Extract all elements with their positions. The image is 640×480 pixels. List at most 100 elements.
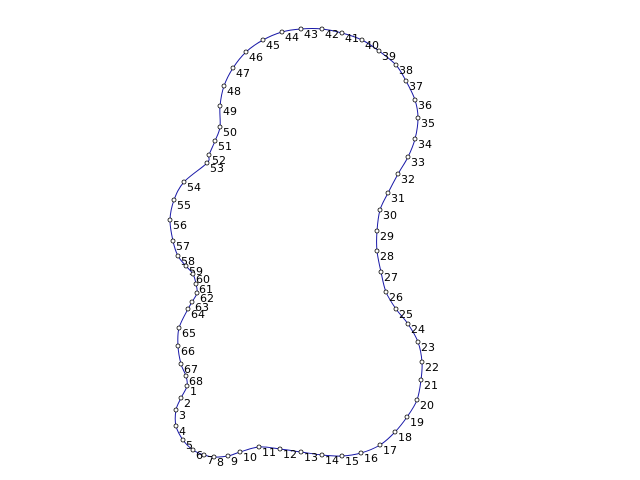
point-label: 3: [179, 409, 186, 422]
point-67: 67: [178, 361, 198, 376]
point-3: 3: [173, 407, 186, 422]
point-label: 13: [304, 451, 318, 464]
point-marker: [178, 395, 184, 401]
point-34: 34: [412, 136, 432, 151]
point-label: 41: [345, 32, 359, 45]
point-label: 7: [207, 454, 214, 467]
point-marker: [376, 48, 382, 54]
point-marker: [339, 453, 345, 459]
point-marker: [418, 377, 424, 383]
point-24: 24: [405, 321, 425, 336]
point-label: 47: [236, 67, 250, 80]
point-marker: [211, 454, 217, 460]
point-marker: [185, 306, 191, 312]
point-label: 55: [177, 199, 191, 212]
point-label: 17: [383, 444, 397, 457]
point-13: 13: [298, 449, 318, 464]
point-36: 36: [412, 97, 432, 112]
point-label: 10: [243, 451, 257, 464]
point-label: 42: [325, 28, 339, 41]
point-4: 4: [173, 423, 186, 438]
point-5: 5: [180, 437, 193, 452]
point-label: 67: [184, 363, 198, 376]
point-marker: [181, 179, 187, 185]
point-label: 54: [187, 181, 201, 194]
point-marker: [383, 289, 389, 295]
point-43: 43: [298, 26, 318, 41]
point-marker: [404, 414, 410, 420]
point-28: 28: [374, 248, 394, 263]
point-marker: [393, 62, 399, 68]
point-label: 53: [210, 162, 224, 175]
point-1: 1: [184, 383, 197, 398]
point-63: 63: [189, 299, 209, 314]
point-marker: [173, 423, 179, 429]
point-marker: [201, 452, 207, 458]
point-label: 8: [217, 456, 224, 469]
point-56: 56: [167, 217, 187, 232]
point-9: 9: [225, 453, 238, 468]
point-marker: [277, 446, 283, 452]
point-label: 25: [399, 308, 413, 321]
point-marker: [298, 26, 304, 32]
point-marker: [180, 437, 186, 443]
point-marker: [414, 397, 420, 403]
point-marker: [279, 29, 285, 35]
point-2: 2: [178, 395, 191, 410]
point-marker: [237, 449, 243, 455]
point-marker: [415, 115, 421, 121]
point-marker: [412, 136, 418, 142]
point-marker: [184, 383, 190, 389]
point-label: 24: [411, 323, 425, 336]
point-42: 42: [319, 26, 339, 41]
point-8: 8: [211, 454, 224, 469]
point-label: 64: [191, 308, 205, 321]
point-50: 50: [217, 124, 237, 139]
point-label: 45: [266, 39, 280, 52]
point-51: 51: [212, 138, 232, 153]
point-label: 62: [200, 292, 214, 305]
point-68: 68: [183, 373, 203, 388]
point-54: 54: [181, 179, 201, 194]
point-marker: [395, 171, 401, 177]
point-label: 56: [173, 219, 187, 232]
point-27: 27: [378, 269, 398, 284]
point-49: 49: [217, 103, 237, 118]
point-39: 39: [376, 48, 396, 63]
point-marker: [167, 217, 173, 223]
point-marker: [339, 30, 345, 36]
point-30: 30: [377, 207, 397, 222]
point-label: 66: [181, 345, 195, 358]
point-label: 31: [391, 192, 405, 205]
point-label: 63: [195, 301, 209, 314]
point-marker: [176, 325, 182, 331]
point-label: 68: [189, 375, 203, 388]
point-31: 31: [385, 190, 405, 205]
point-11: 11: [256, 444, 276, 459]
point-marker: [194, 290, 200, 296]
point-37: 37: [403, 78, 423, 93]
point-marker: [405, 154, 411, 160]
point-label: 52: [212, 154, 226, 167]
point-57: 57: [170, 238, 190, 253]
point-label: 14: [325, 454, 339, 467]
point-38: 38: [393, 62, 413, 77]
point-label: 2: [184, 397, 191, 410]
point-marker: [170, 238, 176, 244]
point-marker: [374, 248, 380, 254]
point-marker: [298, 449, 304, 455]
point-22: 22: [419, 359, 439, 374]
point-label: 44: [285, 31, 299, 44]
point-65: 65: [176, 325, 196, 340]
point-label: 50: [223, 126, 237, 139]
point-marker: [359, 37, 365, 43]
point-marker: [393, 306, 399, 312]
point-label: 12: [283, 448, 297, 461]
point-label: 5: [186, 439, 193, 452]
point-marker: [183, 373, 189, 379]
point-marker: [405, 321, 411, 327]
point-label: 22: [425, 361, 439, 374]
point-label: 61: [199, 283, 213, 296]
point-21: 21: [418, 377, 438, 392]
